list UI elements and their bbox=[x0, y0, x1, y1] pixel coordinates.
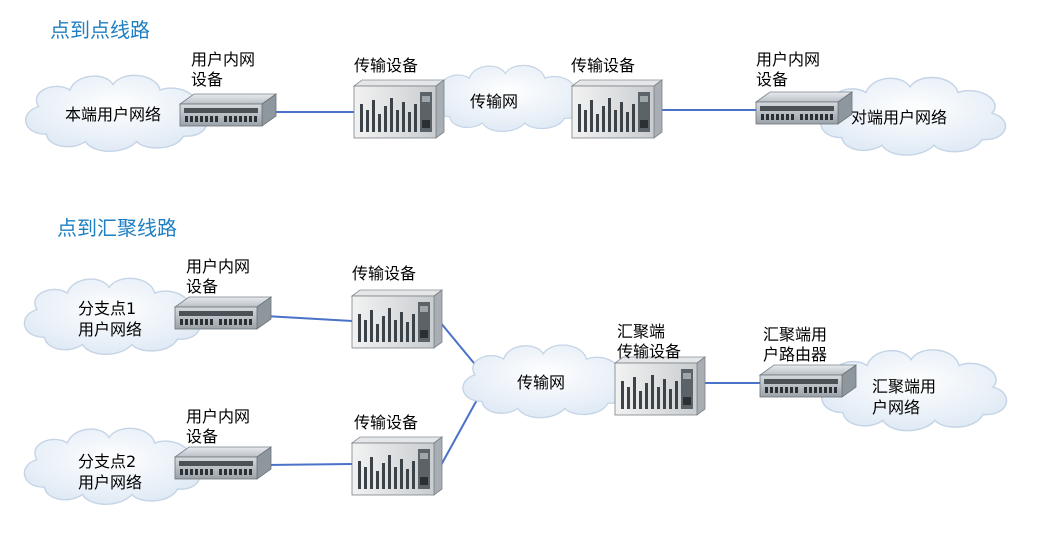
transport-network-label-bottom: 传输网 bbox=[517, 373, 566, 392]
branch2-network-label-line1: 分支点2 bbox=[78, 452, 137, 471]
agg-router-label-line2: 户路由器 bbox=[763, 345, 828, 364]
local-router-label: 用户内网 设备 bbox=[191, 50, 255, 90]
transport-equipment-icon-top-right bbox=[571, 79, 663, 139]
local-user-network-label: 本端用户网络 bbox=[65, 105, 162, 124]
link-transport2-to-network bbox=[439, 397, 479, 468]
branch2-router-label: 用户内网 设备 bbox=[186, 407, 250, 447]
agg-transport-equipment-icon bbox=[614, 356, 706, 416]
transport-label-branch2: 传输设备 bbox=[354, 413, 419, 432]
transport-equipment-icon-top-left bbox=[353, 79, 445, 139]
transport-equipment-icon-branch1 bbox=[351, 289, 443, 349]
branch1-network-label: 分支点1 用户网络 bbox=[78, 298, 142, 340]
agg-router-label: 汇聚端用 户路由器 bbox=[763, 325, 827, 365]
agg-user-network-label-line2: 户网络 bbox=[872, 398, 921, 417]
transport-label-branch1: 传输设备 bbox=[352, 264, 417, 283]
link-branch2-router-to-transport bbox=[264, 463, 353, 466]
remote-router-label-line1: 用户内网 bbox=[756, 50, 821, 69]
agg-transport-label-line2: 传输设备 bbox=[617, 342, 682, 361]
remote-router-label-line2: 设备 bbox=[756, 70, 789, 89]
agg-user-network-label: 汇聚端用 户网络 bbox=[872, 376, 936, 418]
local-router-label-line2: 设备 bbox=[191, 70, 224, 89]
branch1-router-label: 用户内网 设备 bbox=[186, 257, 250, 297]
branch1-router-label-line2: 设备 bbox=[186, 277, 219, 296]
links bbox=[264, 109, 762, 468]
local-router-label-line1: 用户内网 bbox=[191, 50, 256, 69]
transport-network-label-top: 传输网 bbox=[470, 92, 519, 111]
branch2-router-label-line2: 设备 bbox=[186, 427, 219, 446]
local-router-device-icon bbox=[179, 93, 277, 127]
link-branch1-router-to-transport bbox=[264, 315, 353, 322]
branch1-router-label-line1: 用户内网 bbox=[186, 257, 251, 276]
agg-transport-label-line1: 汇聚端 bbox=[617, 322, 666, 341]
p2mp-section-title: 点到汇聚线路 bbox=[57, 216, 177, 240]
agg-user-network-label-line1: 汇聚端用 bbox=[872, 377, 937, 396]
agg-router-label-line1: 汇聚端用 bbox=[763, 325, 828, 344]
branch2-router-device-icon bbox=[174, 446, 272, 480]
branch1-network-label-line2: 用户网络 bbox=[78, 320, 143, 339]
branch1-network-label-line1: 分支点1 bbox=[78, 299, 137, 318]
transport-label-top-right: 传输设备 bbox=[571, 56, 636, 75]
branch2-network-label-line2: 用户网络 bbox=[78, 473, 143, 492]
transport-label-top-left: 传输设备 bbox=[354, 56, 419, 75]
agg-transport-label: 汇聚端 传输设备 bbox=[617, 322, 681, 362]
remote-router-device-icon bbox=[755, 91, 853, 125]
transport-equipment-icon-branch2 bbox=[351, 436, 443, 496]
branch2-network-label: 分支点2 用户网络 bbox=[78, 451, 142, 493]
agg-router-device-icon bbox=[759, 364, 857, 398]
branch2-router-label-line1: 用户内网 bbox=[186, 407, 251, 426]
remote-router-label: 用户内网 设备 bbox=[756, 50, 820, 90]
link-transport1-to-network bbox=[439, 321, 479, 369]
branch1-router-device-icon bbox=[174, 296, 272, 330]
remote-user-network-label: 对端用户网络 bbox=[851, 108, 948, 127]
p2p-section-title: 点到点线路 bbox=[50, 18, 150, 42]
